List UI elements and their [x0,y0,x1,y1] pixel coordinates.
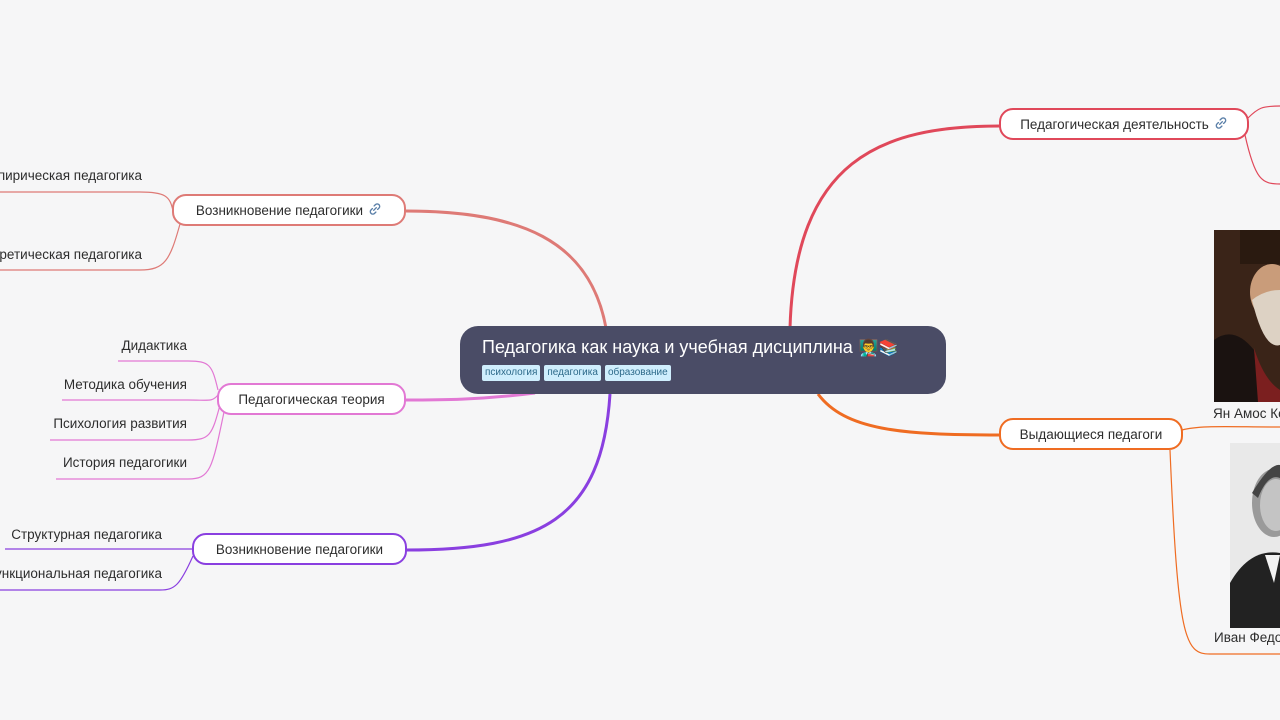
topic-origin2[interactable]: Возникновение педагогики [192,533,407,565]
tag-psychology[interactable]: психология [482,365,541,381]
link-icon[interactable] [368,202,382,219]
topic-teachers-label: Выдающиеся педагоги [1019,426,1163,442]
topic-theory-label: Педагогическая теория [238,391,385,407]
link-icon[interactable] [1214,116,1228,133]
topic-activity-label: Педагогическая деятельность [1020,116,1209,132]
topic-origin2-label: Возникновение педагогики [215,541,384,557]
edge-theory-history [56,411,225,480]
subtopic-psych[interactable]: Психология развития [53,416,187,431]
topic-teachers[interactable]: Выдающиеся педагоги [999,418,1183,450]
portrait-komensky-image[interactable] [1214,230,1280,402]
subtopic-functional[interactable]: Функциональная педагогика [0,566,162,581]
tag-pedagogy[interactable]: педагогика [544,365,601,381]
subtopic-theoretical[interactable]: Теоретическая педагогика [0,247,142,262]
caption-ivan: Иван Федорович [1214,630,1280,645]
edge-central-origin2 [405,393,612,552]
edge-central-activity [788,124,1001,329]
topic-theory[interactable]: Педагогическая теория [217,383,406,415]
edge-origin-empirical [0,191,174,212]
subtopic-didactics[interactable]: Дидактика [121,338,187,353]
tag-education[interactable]: образование [604,365,671,381]
subtopic-methods[interactable]: Методика обучения [63,377,187,392]
subtopic-empirical[interactable]: Эмпирическая педагогика [0,168,142,183]
subtopic-structural[interactable]: Структурная педагогика [11,527,162,542]
subtopic-history[interactable]: История педагогики [62,455,187,470]
edge-activity-child1 [1247,105,1280,119]
caption-komensky: Ян Амос Коменский [1213,406,1280,421]
edge-activity-child2 [1244,134,1280,185]
teacher-books-emoji-icon: 👨‍🏫📚 [858,340,899,357]
central-tags: психология педагогика образование [482,365,924,381]
topic-activity[interactable]: Педагогическая деятельность [999,108,1249,140]
edge-theory-methods [62,394,219,401]
edge-teachers-komensky [1181,426,1280,431]
portrait-ivan-image[interactable] [1230,443,1280,628]
edge-central-origin [405,209,608,329]
edge-theory-didactics [118,360,219,391]
edge-origin2-functional [0,555,194,591]
topic-origin-label: Возникновение педагогики [195,202,364,218]
edge-theory-psych [50,404,221,441]
edge-central-theory [404,391,536,402]
central-title: Педагогика как наука и учебная дисциплин… [482,337,924,358]
central-title-text: Педагогика как наука и учебная дисциплин… [482,337,853,357]
edge-origin-theoretical [0,223,181,271]
edge-central-teachers [816,393,1001,437]
edge-teachers-ivan [1169,449,1280,655]
central-topic[interactable]: Педагогика как наука и учебная дисциплин… [460,326,946,394]
topic-origin[interactable]: Возникновение педагогики [172,194,406,226]
